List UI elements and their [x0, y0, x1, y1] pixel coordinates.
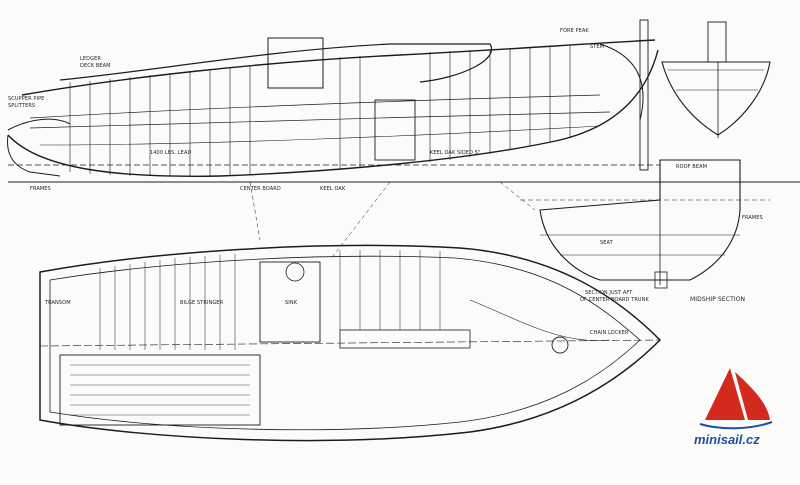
label-fore-peak: FORE PEAK — [560, 28, 589, 34]
midship-section-title: MIDSHIP SECTION — [690, 296, 746, 303]
section-title-line2: OF CENTER BOARD TRUNK — [580, 297, 649, 303]
minisail-logo — [699, 368, 773, 430]
plan-sink: SINK — [285, 300, 298, 306]
bow-section — [661, 21, 771, 138]
midship-seat: SEAT — [600, 240, 613, 246]
label-stem: STEM — [590, 44, 605, 50]
label-frames: FRAMES — [30, 186, 51, 192]
label-scupper-pipe: SCUPPER PIPE — [8, 96, 45, 102]
midship-frames: FRAMES — [742, 215, 763, 221]
plan-bilge-stringer: BILGE STRINGER — [180, 300, 224, 306]
label-deck-beam: DECK BEAM — [80, 63, 111, 69]
profile-frames — [69, 45, 571, 176]
label-ledger: LEDGER — [80, 56, 101, 62]
label-keel-sided: KEEL OAK SIDED 5" — [430, 150, 481, 156]
label-center-board: CENTER BOARD — [240, 186, 281, 192]
construction-lines — [249, 181, 536, 261]
label-keel-oak: KEEL OAK — [320, 186, 346, 192]
midship-section — [520, 159, 770, 289]
plan-frames — [99, 250, 441, 350]
plan-chain-locker: CHAIN LOCKER — [590, 330, 629, 336]
label-lead-ballast: 1400 LBS. LEAD — [150, 150, 192, 156]
midship-roof-beam: ROOF BEAM — [676, 164, 708, 170]
label-splitters: SPLITTERS — [8, 103, 36, 109]
section-title-line1: SECTION JUST AFT — [585, 290, 633, 296]
hull-plan — [39, 244, 662, 442]
hull-profile — [7, 19, 800, 183]
plan-transom: TRANSOM — [45, 300, 71, 306]
logo-text: minisail.cz — [694, 432, 760, 447]
